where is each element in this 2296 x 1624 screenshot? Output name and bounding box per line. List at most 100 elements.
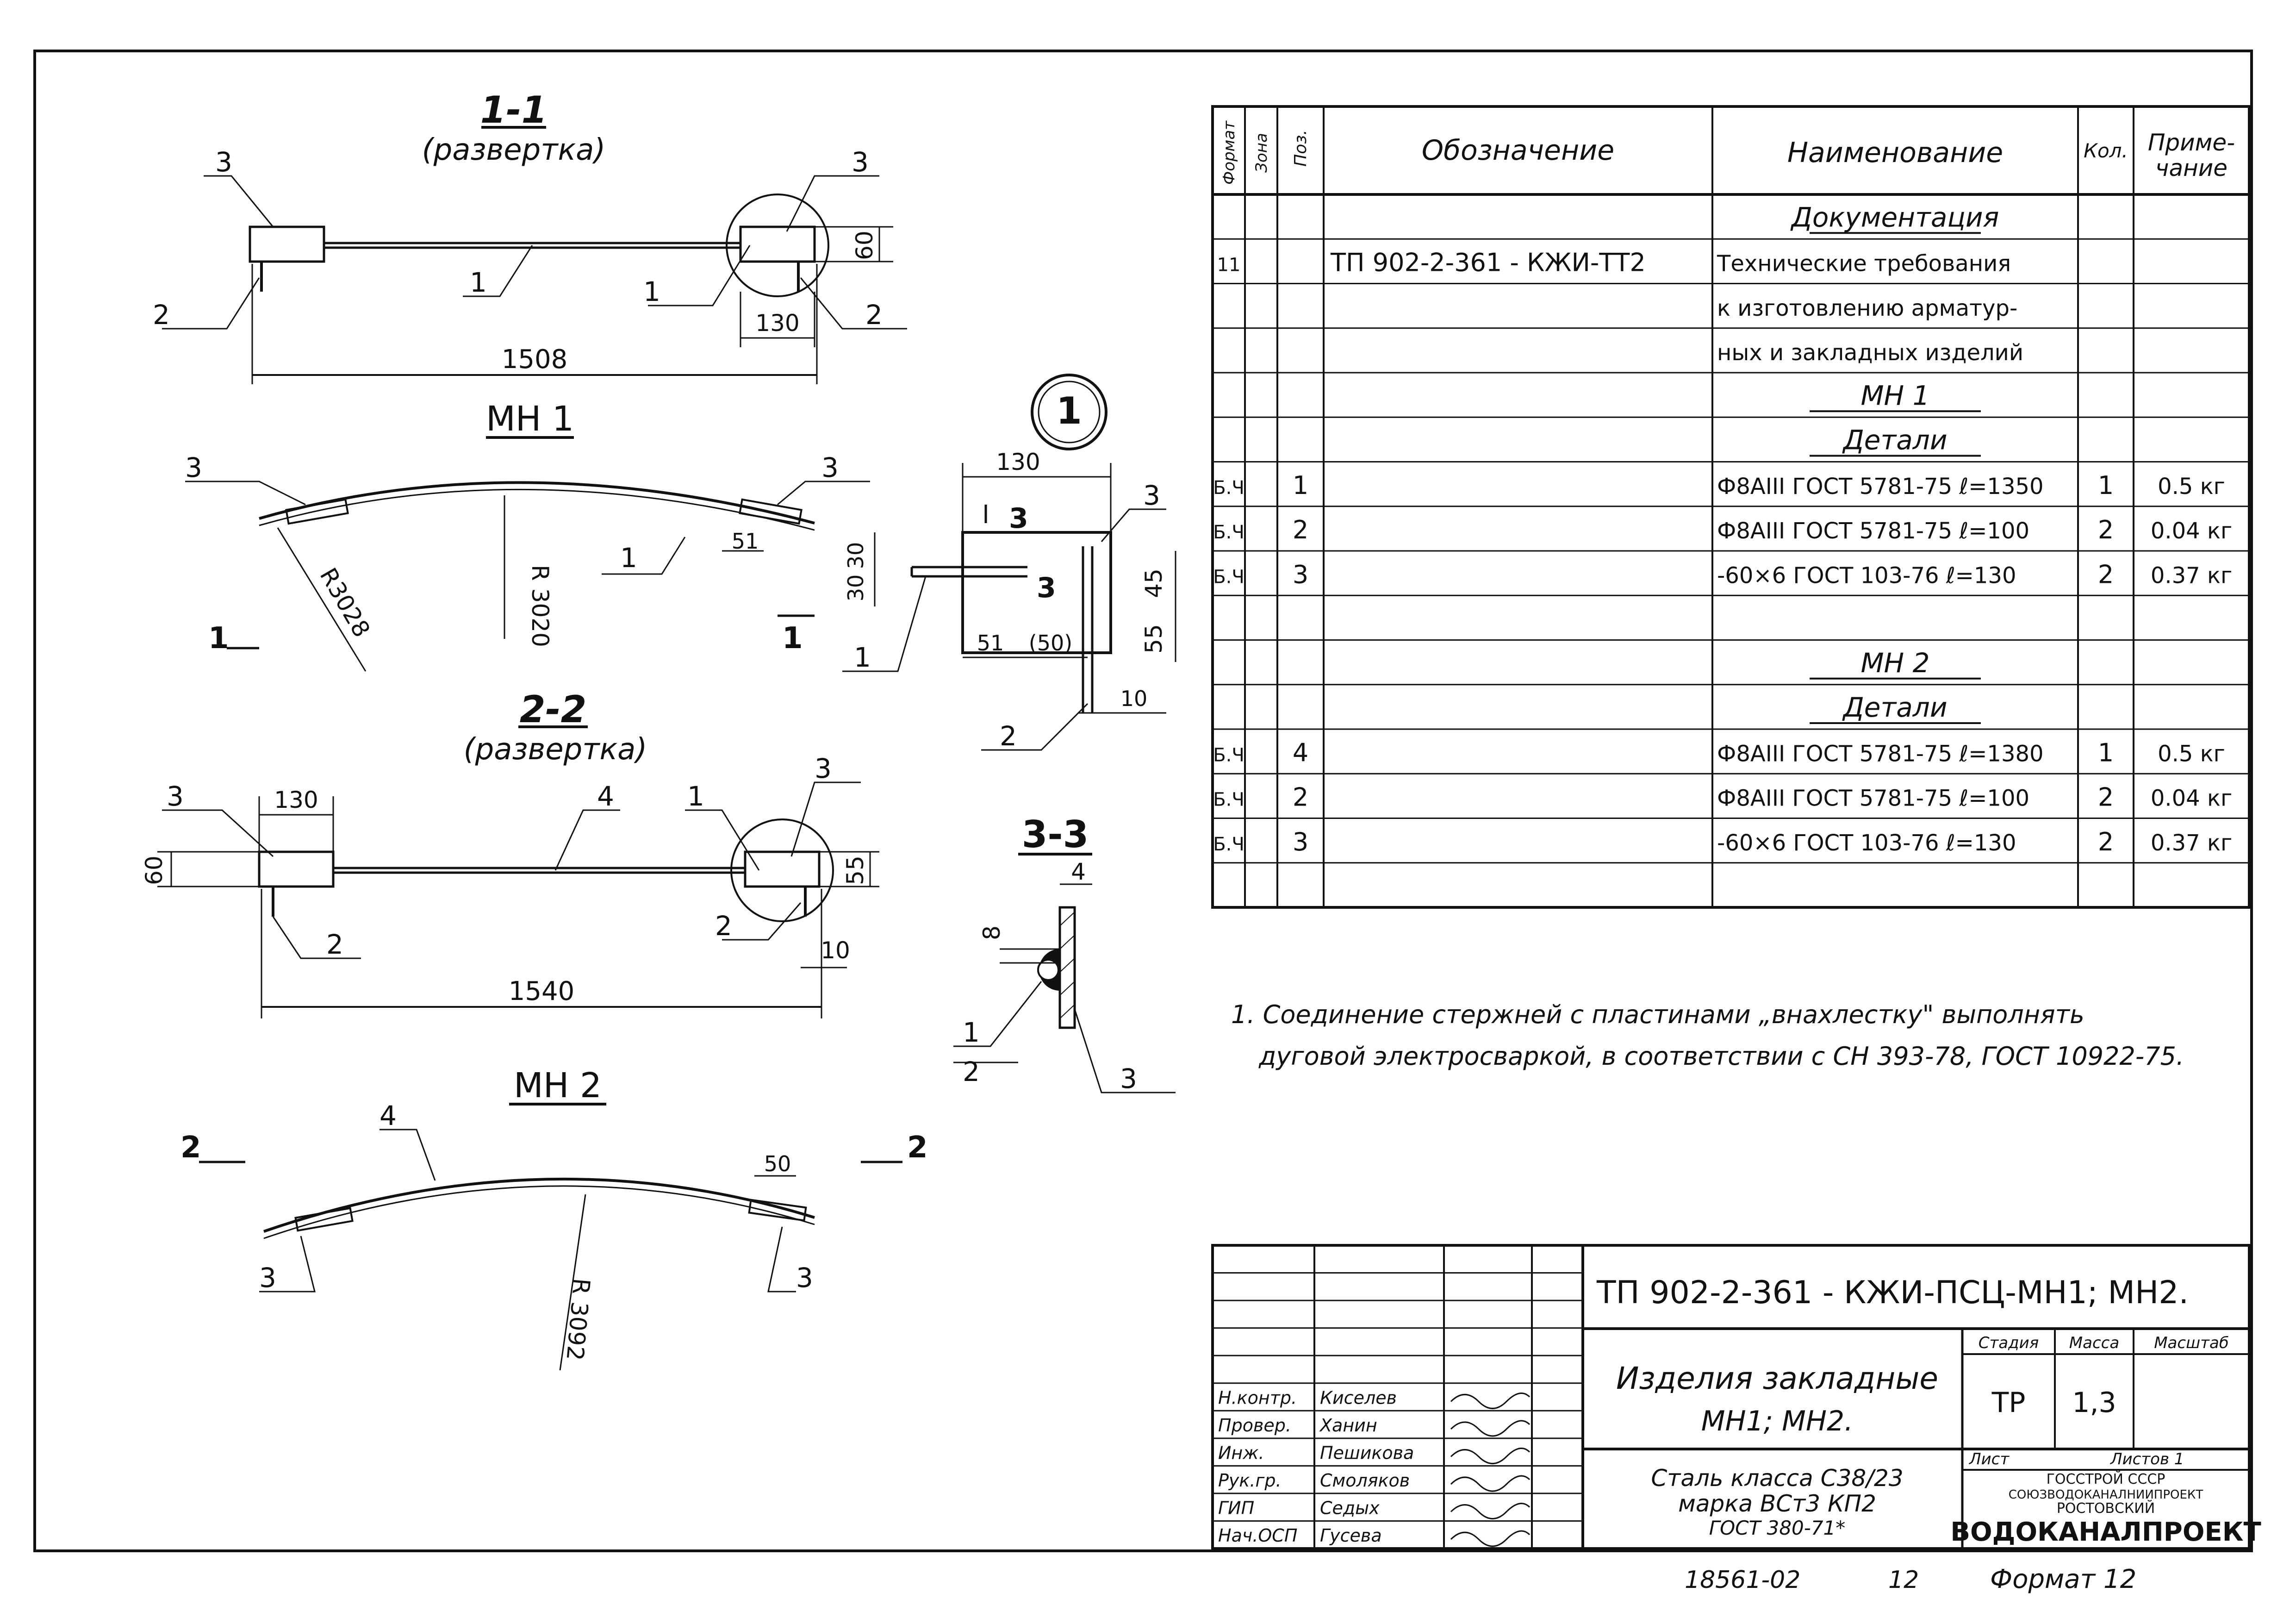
spec-cell-format: Б.Ч — [1213, 477, 1244, 499]
section-3-3-dim-8: 8 — [978, 925, 1005, 940]
detail-1-dim-10: 10 — [1120, 686, 1148, 711]
detail-1-dim-30b: 30 — [843, 575, 868, 602]
section-2-2-dim-top: 130 — [274, 787, 318, 813]
pos-label: 2 — [153, 299, 170, 331]
sheet-label: Лист — [1968, 1450, 2010, 1468]
pos-label: 3 — [215, 146, 232, 178]
mn2-cut-right: 2 — [907, 1131, 928, 1165]
spec-cell-note: 0.04 кг — [2151, 786, 2232, 812]
pos-label: 3 — [796, 1262, 813, 1293]
detail-1-dim-top: 130 — [996, 449, 1040, 475]
pos-label: 3 — [852, 146, 869, 178]
mn1-title: МН 1 — [486, 399, 574, 439]
signature-role: ГИП — [1218, 1498, 1254, 1518]
pos-label: 1 — [854, 642, 871, 673]
signature-role: Рук.гр. — [1218, 1470, 1282, 1491]
section-2-2-dim-h-left: 60 — [141, 856, 168, 885]
mn2-radius: R 3092 — [561, 1277, 595, 1362]
pos-label: 2 — [865, 299, 883, 331]
spec-cell-format: 11 — [1217, 255, 1241, 276]
title-block-material-2: марка ВСт3 КП2 — [1678, 1490, 1876, 1517]
spec-cell-qty: 1 — [2098, 471, 2114, 500]
section-3-3-drawing: 3-3 4 8 1 2 3 — [953, 813, 1176, 1094]
mn1-cut-right: 1 — [782, 621, 803, 656]
title-block-material-1: Сталь класса С38/23 — [1651, 1465, 1903, 1492]
signature-name: Киселев — [1320, 1387, 1397, 1408]
pos-label: 2 — [963, 1056, 980, 1087]
mass-value: 1,3 — [2072, 1387, 2116, 1419]
spec-cell-format: Б.Ч — [1213, 834, 1244, 855]
pos-label: 3 — [1143, 480, 1160, 511]
spec-header-zone: Зона — [1252, 133, 1271, 173]
spec-cell-name: ных и закладных изделий — [1717, 340, 2023, 366]
section-2-2-dim-total: 1540 — [509, 976, 575, 1006]
mn2-cut-left: 2 — [180, 1131, 201, 1165]
signature-role: Провер. — [1218, 1415, 1291, 1436]
spec-cell-name: Ф8АIII ГОСТ 5781-75 ℓ=1350 — [1717, 474, 2044, 500]
spec-cell-qty: 2 — [2098, 560, 2114, 589]
signature-name: Пешикова — [1320, 1443, 1414, 1463]
spec-header-format: Формат — [1220, 120, 1238, 185]
pos-label: 2 — [326, 929, 343, 960]
spec-cell-qty: 1 — [2098, 738, 2114, 767]
section-3-3-title: 3-3 — [1022, 813, 1089, 856]
spec-cell-name: Детали — [1842, 692, 1947, 723]
signature-scribble — [1450, 1503, 1531, 1519]
spec-cell-name: Технические требования — [1717, 251, 2011, 277]
org-line-4: ВОДОКАНАЛПРОЕКТ — [1950, 1517, 2261, 1547]
spec-cell-note: 0.5 кг — [2158, 741, 2225, 767]
detail-1-dim-51: 51 — [977, 631, 1004, 656]
org-line-3: РОСТОВСКИЙ — [2057, 1500, 2155, 1517]
mn2-drawing: МН 2 R 3092 4 3 3 50 2 2 — [180, 1066, 928, 1371]
detail-1-label: 1 — [1056, 389, 1082, 432]
spec-cell-qty: 2 — [2098, 783, 2114, 812]
footer-format: Формат 12 — [1990, 1564, 2136, 1594]
mn2-dim: 50 — [764, 1151, 791, 1176]
org-line-2: СОЮЗВОДОКАНАЛНИИПРОЕКТ — [2009, 1488, 2203, 1502]
spec-cell-name: МН 1 — [1861, 380, 1930, 411]
mn1-radius2: R 3020 — [527, 565, 554, 647]
signature-scribble — [1450, 1530, 1531, 1547]
signature-scribble — [1450, 1392, 1531, 1409]
mn2-title: МН 2 — [514, 1066, 602, 1106]
spec-cell-pos: 1 — [1293, 471, 1308, 500]
spec-header-name: Наименование — [1787, 137, 2003, 169]
spec-cell-name: -60×6 ГОСТ 103-76 ℓ=130 — [1717, 830, 2016, 856]
pos-label: 4 — [597, 781, 614, 812]
detail-1-dim-30a: 30 — [843, 542, 868, 569]
pos-label: 2 — [1000, 720, 1017, 752]
spec-cell-designation: ТП 902-2-361 - КЖИ-ТТ2 — [1330, 248, 1646, 277]
signature-scribble — [1450, 1420, 1531, 1437]
signature-name: Гусева — [1320, 1525, 1382, 1546]
detail-1-dim-55: 55 — [1140, 624, 1167, 654]
pos-label: 1 — [470, 267, 487, 298]
detail-1-dim-45: 45 — [1140, 568, 1167, 598]
pos-label: 1 — [963, 1017, 980, 1048]
spec-cell-format: Б.Ч — [1213, 789, 1244, 811]
detail-1-cut: 3 — [1009, 502, 1028, 535]
pos-label: 2 — [715, 910, 732, 942]
detail-1-drawing: 1 130 30 30 45 55 51 (50) 10 3 3 3 1 — [842, 374, 1176, 752]
sheet-frame — [33, 50, 2253, 1552]
spec-cell-pos: 2 — [1293, 515, 1308, 544]
spec-cell-name: Детали — [1842, 425, 1947, 456]
pos-label: 1 — [643, 276, 660, 307]
spec-cell-note: 0.5 кг — [2158, 474, 2225, 500]
title-block-material-3: ГОСТ 380-71* — [1709, 1517, 1846, 1539]
spec-cell-note: 0.04 кг — [2151, 518, 2232, 544]
pos-label: 3 — [821, 452, 839, 483]
specification-table: Формат Зона Поз. Обозначение Наименовани… — [1211, 105, 2251, 909]
signature-name: Седых — [1320, 1498, 1380, 1518]
signature-scribble — [1450, 1475, 1531, 1492]
footer-page: 12 — [1888, 1566, 1919, 1594]
spec-cell-name: Ф8АIII ГОСТ 5781-75 ℓ=100 — [1717, 786, 2029, 812]
spec-cell-name: Документация — [1790, 201, 1999, 233]
signature-role: Инж. — [1218, 1443, 1264, 1463]
title-block-code: ТП 902-2-361 - КЖИ-ПСЦ-МН1; МН2. — [1596, 1274, 2189, 1311]
signature-name: Смоляков — [1320, 1470, 1410, 1491]
mass-label: Масса — [2069, 1334, 2119, 1352]
signature-role: Нач.ОСП — [1218, 1525, 1297, 1546]
spec-header-designation: Обозначение — [1422, 134, 1614, 167]
mn1-drawing: МН 1 R 3020 R3028 1 3 3 51 1 1 — [185, 399, 870, 672]
